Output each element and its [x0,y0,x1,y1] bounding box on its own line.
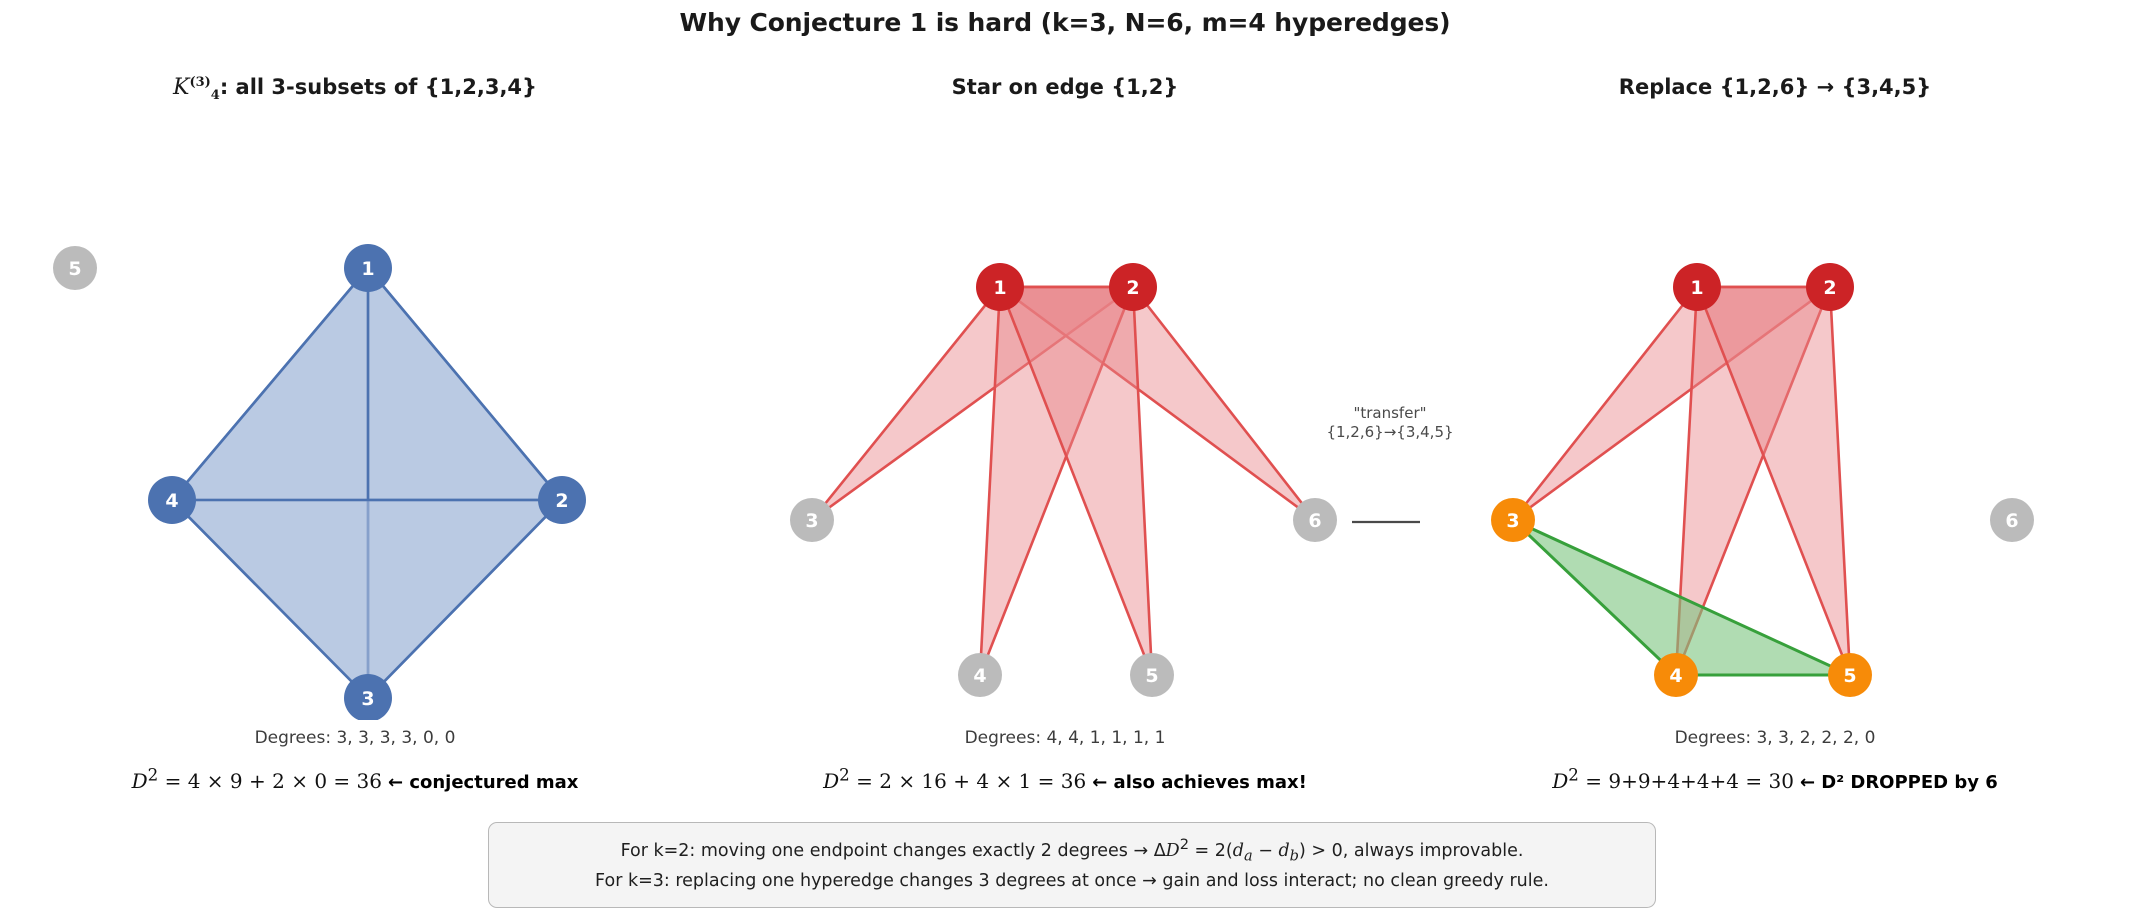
degrees-replace: Degrees: 3, 3, 2, 2, 2, 0 [1674,728,1876,748]
node-6-star-label: 6 [1308,510,1321,532]
p3-formula-rhs: = 9+9+4+4+4 = 30 [1578,768,1794,793]
explanation-box: For k=2: moving one endpoint changes exa… [488,822,1656,908]
node-2-label: 2 [555,490,568,512]
node-2[interactable]: 2 [538,476,586,524]
node-3-star[interactable]: 3 [790,498,834,542]
node-6-rep[interactable]: 6 [1990,498,2034,542]
node-5-star[interactable]: 5 [1130,653,1174,697]
node-3-rep-label: 3 [1506,510,1519,532]
node-5-rep[interactable]: 5 [1828,653,1872,697]
node-2-star-label: 2 [1126,277,1139,299]
formula-complete: D2 = 4 × 9 + 2 × 0 = 36← conjectured max [0,765,710,793]
p2-formula-d: D [823,768,840,793]
node-5-label: 5 [68,258,81,280]
expl1-a: For k=2: moving one endpoint changes exa… [620,840,1166,861]
panel-replace: Replace {1,2,6} → {3,4,5} 6 3 [1420,50,2130,810]
p2-formula-rhs: = 2 × 16 + 4 × 1 = 36 [849,768,1087,793]
node-1-star[interactable]: 1 [976,263,1024,311]
p3-formula-exp: 2 [1568,765,1579,784]
p1-formula-rhs: = 4 × 9 + 2 × 0 = 36 [158,768,382,793]
hyperedge-group-1 [170,266,564,700]
node-3[interactable]: 3 [344,674,392,720]
panel1-title-rest: : all 3-subsets of {1,2,3,4} [219,75,537,99]
formula-star: D2 = 2 × 16 + 4 × 1 = 36← also achieves … [710,765,1420,793]
expl1-d: ) > 0, always improvable. [1298,840,1524,861]
transfer-caption: "transfer" {1,2,6}→{3,4,5} [1290,404,1490,442]
hyperedge-345-rep [1511,518,1852,677]
explanation-line-2: For k=3: replacing one hyperedge changes… [595,870,1549,891]
expl1-db-sub: b [1289,847,1299,865]
degrees-complete: Degrees: 3, 3, 3, 3, 0, 0 [254,728,456,748]
node-1[interactable]: 1 [344,244,392,292]
node-3-star-label: 3 [805,510,818,532]
p3-formula-d: D [1552,768,1569,793]
expl1-exp: 2 [1179,836,1189,853]
panel1-title-sup: (3) [189,75,211,90]
p1-formula-exp: 2 [147,765,159,784]
node-5[interactable]: 5 [53,246,97,290]
hyperedge-group-2 [810,285,1317,677]
node-3-rep[interactable]: 3 [1491,498,1535,542]
explanation-line-1: For k=2: moving one endpoint changes exa… [503,834,1641,868]
expl1-db: d [1278,840,1290,861]
transfer-caption-map: {1,2,6}→{3,4,5} [1326,422,1454,441]
hyperedge-group-3 [1511,285,1852,677]
panel-star: Star on edge {1,2} 3 4 5 [710,50,1420,810]
expl1-c: − [1252,840,1279,861]
node-group-3: 6 3 4 5 1 [1491,263,2034,697]
expl1-math: D [1165,840,1180,861]
p1-formula-note: ← conjectured max [387,771,579,793]
node-1-label: 1 [361,258,374,280]
node-4-rep[interactable]: 4 [1654,653,1698,697]
expl1-b: = 2( [1188,840,1233,861]
hyperedge-125-rep [1695,285,1852,677]
node-2-rep-label: 2 [1823,277,1836,299]
expl1-da: d [1232,840,1244,861]
node-5-star-label: 5 [1145,665,1158,687]
node-4-label: 4 [165,490,178,512]
p2-formula-note: ← also achieves max! [1092,771,1307,793]
formula-replace: D2 = 9+9+4+4+4 = 30← D² DROPPED by 6 [1420,765,2130,793]
figure-title: Why Conjecture 1 is hard (k=3, N=6, m=4 … [679,8,1451,37]
transfer-caption-quote: "transfer" [1353,404,1427,422]
expl1-da-sub: a [1243,847,1253,865]
graph-replace: 6 3 4 5 1 [1491,263,2034,697]
node-1-star-label: 1 [993,277,1006,299]
p1-formula-d: D [131,768,148,793]
panel1-title-sub: 4 [210,88,220,104]
panel-title-star: Star on edge {1,2} [951,75,1179,99]
graph-star: 3 4 5 6 1 [790,263,1420,697]
hyperedge-234 [170,498,564,700]
node-group-2: 3 4 5 6 1 [790,263,1337,697]
transfer-arrow [1352,520,1420,524]
graph-complete: 5 1 2 3 4 [53,244,586,720]
node-group-1: 5 1 2 3 4 [53,244,586,720]
node-1-rep[interactable]: 1 [1673,263,1721,311]
node-2-rep[interactable]: 2 [1806,263,1854,311]
node-4-star-label: 4 [973,665,986,687]
panel-title-complete: K(3)4: all 3-subsets of {1,2,3,4} [0,75,710,103]
panel-title-replace: Replace {1,2,6} → {3,4,5} [1618,75,1932,99]
node-4-rep-label: 4 [1669,665,1682,687]
panel-complete: K(3)4: all 3-subsets of {1,2,3,4} 5 1 [0,50,710,810]
panel1-title-k: K [173,75,190,100]
node-1-rep-label: 1 [1690,277,1703,299]
p3-formula-note: ← D² DROPPED by 6 [1799,771,1998,793]
node-6-star[interactable]: 6 [1293,498,1337,542]
node-2-star[interactable]: 2 [1109,263,1157,311]
p2-formula-exp: 2 [839,765,850,784]
hyperedge-125-star [998,285,1154,677]
node-3-label: 3 [361,688,374,710]
node-4[interactable]: 4 [148,476,196,524]
node-6-rep-label: 6 [2005,510,2018,532]
node-4-star[interactable]: 4 [958,653,1002,697]
node-5-rep-label: 5 [1843,665,1856,687]
degrees-star: Degrees: 4, 4, 1, 1, 1, 1 [964,728,1166,748]
